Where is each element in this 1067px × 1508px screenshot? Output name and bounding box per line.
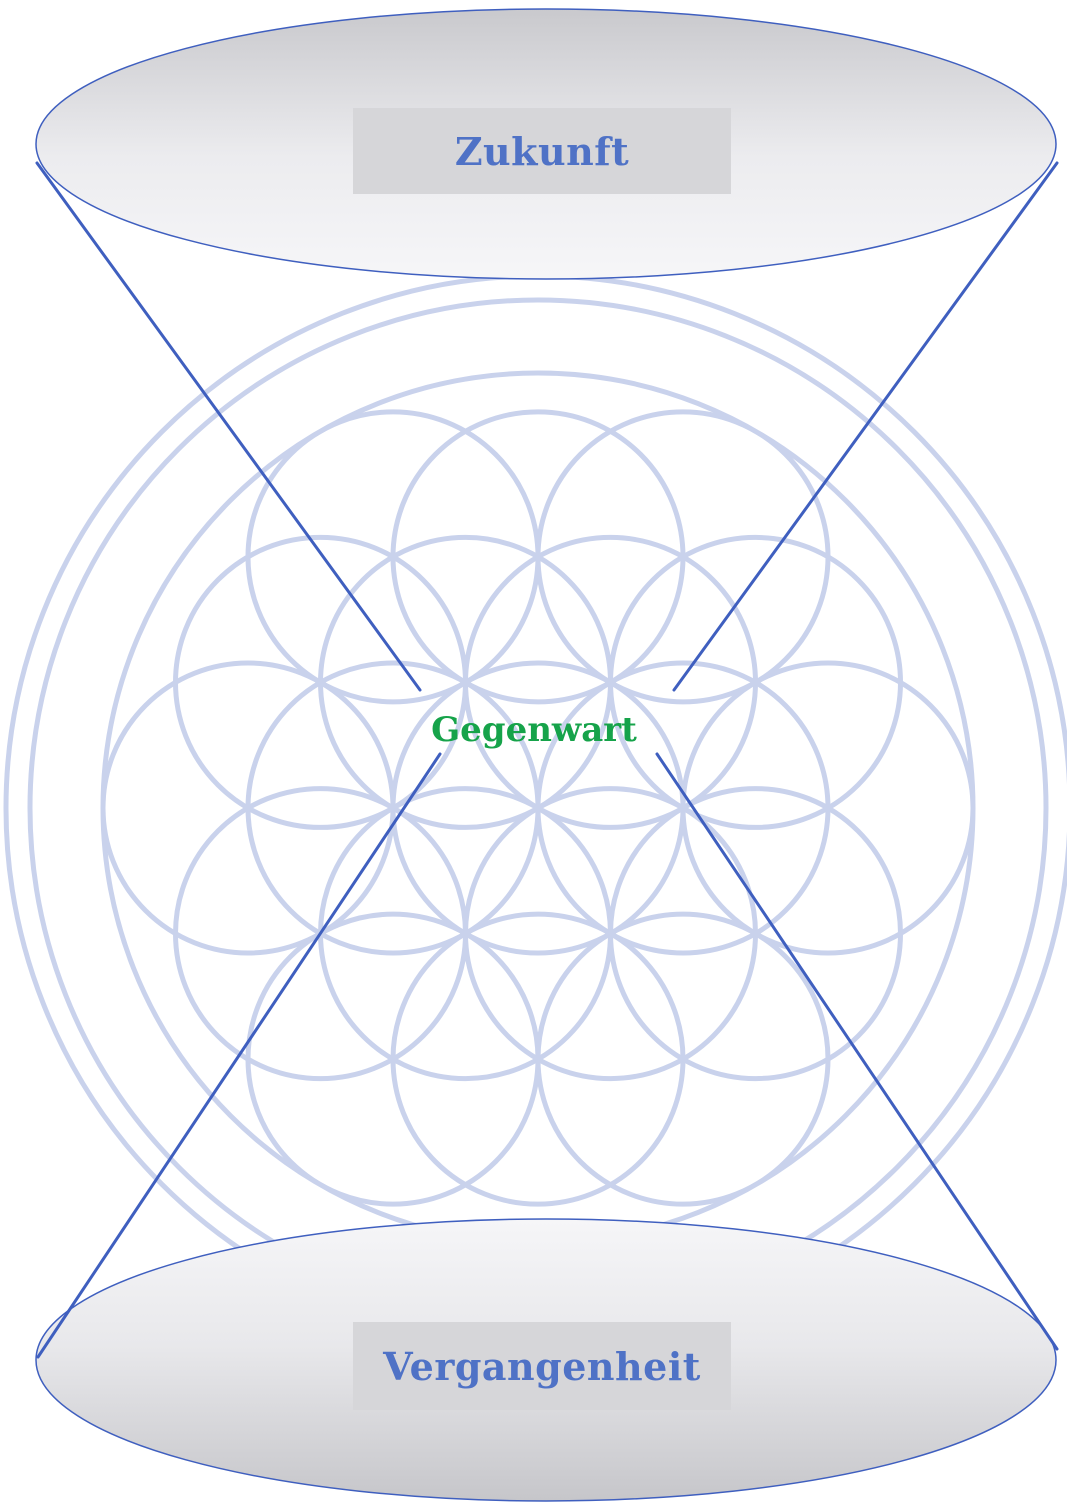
present-label: Gegenwart: [384, 710, 684, 750]
future-label-box: Zukunft: [353, 108, 731, 194]
past-label-box: Vergangenheit: [353, 1322, 731, 1410]
flower-petal-group: [103, 412, 973, 1204]
future-label: Zukunft: [455, 129, 629, 174]
past-label: Vergangenheit: [383, 1344, 701, 1389]
flower-of-life-icon: [6, 276, 1067, 1340]
